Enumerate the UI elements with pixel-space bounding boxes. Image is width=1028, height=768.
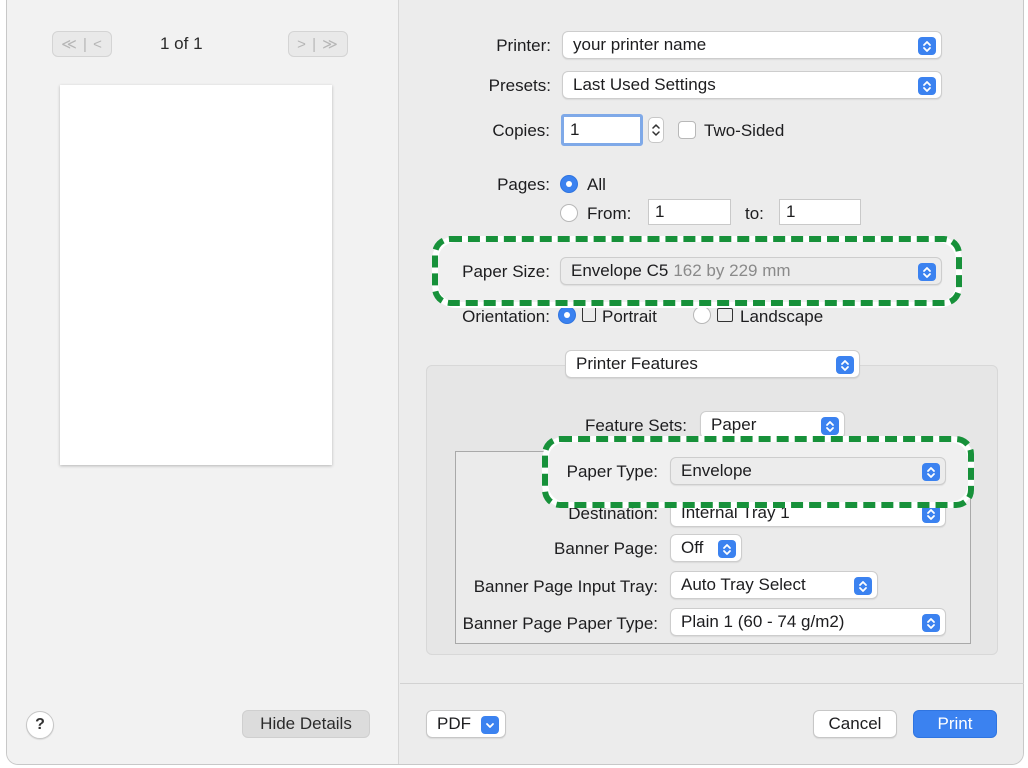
banner-page-value: Off — [681, 538, 704, 557]
paper-type-dashed-outline — [542, 436, 974, 508]
paper-type-label: Paper Type: — [566, 462, 658, 481]
chevron-up-down-icon — [918, 77, 936, 95]
chevron-up-down-icon — [922, 505, 940, 523]
chevron-up-down-icon — [918, 263, 936, 281]
next-page-button[interactable]: > | ≫ — [288, 31, 348, 57]
print-button[interactable]: Print — [913, 710, 997, 738]
help-button[interactable]: ? — [26, 711, 54, 739]
printer-value: your printer name — [573, 35, 707, 54]
cancel-label: Cancel — [828, 714, 882, 733]
banner-input-tray-select[interactable]: Auto Tray Select — [670, 571, 878, 599]
portrait-label: Portrait — [602, 307, 657, 326]
pdf-label: PDF — [437, 714, 471, 733]
chevron-up-down-icon — [922, 614, 940, 632]
chevron-up-down-icon — [836, 356, 854, 374]
footer-divider — [400, 683, 1024, 684]
chevron-up-down-icon — [918, 37, 936, 55]
chevron-up-down-icon — [821, 417, 839, 435]
banner-paper-type-label: Banner Page Paper Type: — [462, 614, 658, 633]
chevron-down-icon — [481, 716, 499, 734]
paper-size-select[interactable]: Envelope C5 162 by 229 mm — [560, 257, 942, 285]
pages-all-label: All — [587, 175, 606, 194]
print-label: Print — [937, 714, 973, 733]
paper-size-value: Envelope C5 — [571, 261, 669, 280]
presets-select[interactable]: Last Used Settings — [562, 71, 942, 99]
chevron-up-down-icon — [922, 463, 940, 481]
pages-from-input[interactable]: 1 — [648, 199, 731, 225]
previous-page-button[interactable]: ≪ | < — [52, 31, 112, 57]
pages-to-input[interactable]: 1 — [779, 199, 861, 225]
pages-label: Pages: — [497, 175, 550, 194]
banner-input-tray-value: Auto Tray Select — [681, 575, 806, 594]
orientation-landscape-radio[interactable] — [693, 306, 711, 324]
presets-value: Last Used Settings — [573, 75, 716, 94]
hide-details-label: Hide Details — [260, 714, 352, 733]
pages-to-label: to: — [745, 204, 764, 223]
hide-details-button[interactable]: Hide Details — [242, 710, 370, 738]
pages-all-radio[interactable] — [560, 175, 578, 193]
stepper-icon — [652, 124, 660, 136]
two-sided-label: Two-Sided — [704, 121, 785, 140]
previous-page-label: ≪ | < — [61, 36, 103, 53]
paper-size-detail: 162 by 229 mm — [673, 261, 791, 280]
cancel-button[interactable]: Cancel — [813, 710, 897, 738]
feature-sets-value: Paper — [711, 415, 757, 434]
section-value: Printer Features — [576, 354, 698, 373]
banner-input-tray-label: Banner Page Input Tray: — [473, 577, 658, 596]
presets-label: Presets: — [488, 76, 551, 95]
banner-paper-type-value: Plain 1 (60 - 74 g/m2) — [681, 612, 845, 631]
landscape-icon — [717, 308, 733, 322]
printer-label: Printer: — [496, 36, 551, 55]
two-sided-checkbox[interactable] — [678, 121, 696, 139]
banner-page-select[interactable]: Off — [670, 534, 742, 562]
pages-to-value: 1 — [786, 202, 796, 221]
landscape-label: Landscape — [740, 307, 824, 326]
chevron-up-down-icon — [718, 540, 736, 558]
feature-sets-select[interactable]: Paper — [700, 411, 845, 439]
page-preview — [60, 85, 332, 465]
page-count: 1 of 1 — [160, 34, 203, 53]
portrait-icon — [582, 306, 596, 322]
section-select[interactable]: Printer Features — [565, 350, 860, 378]
chevron-up-down-icon — [854, 577, 872, 595]
copies-stepper[interactable] — [648, 117, 664, 143]
next-page-label: > | ≫ — [297, 36, 339, 53]
orientation-portrait-radio[interactable] — [558, 306, 576, 324]
banner-paper-type-select[interactable]: Plain 1 (60 - 74 g/m2) — [670, 608, 946, 636]
orientation-label: Orientation: — [462, 307, 550, 326]
banner-page-label: Banner Page: — [554, 539, 658, 558]
printer-select[interactable]: your printer name — [562, 31, 942, 59]
help-label: ? — [35, 716, 45, 733]
copies-label: Copies: — [492, 121, 550, 140]
destination-label: Destination: — [568, 504, 658, 523]
paper-type-value: Envelope — [681, 461, 752, 480]
pdf-menu-button[interactable]: PDF — [426, 710, 506, 738]
feature-sets-label: Feature Sets: — [584, 416, 687, 435]
paper-type-select[interactable]: Envelope — [670, 457, 946, 485]
pages-from-value: 1 — [655, 202, 665, 221]
paper-size-label: Paper Size: — [462, 262, 550, 281]
pages-from-radio[interactable] — [560, 204, 578, 222]
pages-from-label: From: — [587, 204, 632, 223]
copies-input[interactable]: 1 — [561, 114, 643, 146]
copies-value: 1 — [570, 120, 580, 139]
paper-size-dashed-outline — [432, 236, 962, 306]
